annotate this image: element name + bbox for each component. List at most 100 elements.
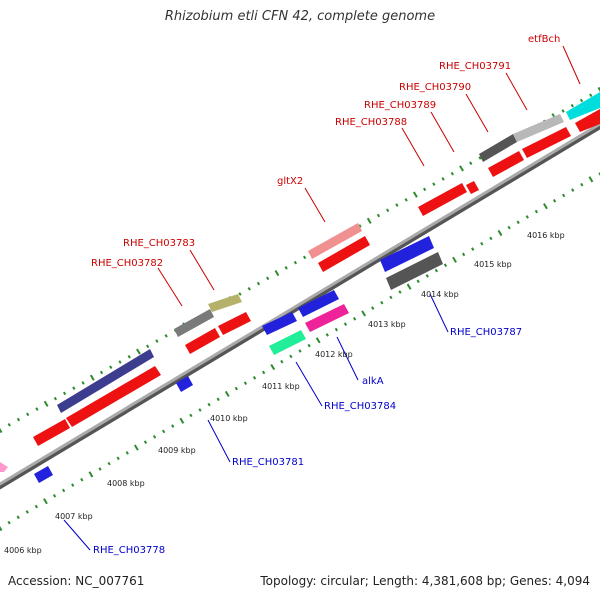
lower-track-tick xyxy=(361,310,367,317)
lower-track-tick xyxy=(189,413,193,418)
gene-label-etfbch[interactable]: etfBch xyxy=(528,34,560,45)
upper-track-tick xyxy=(7,422,11,427)
gene-feature[interactable] xyxy=(176,376,193,392)
gene-feature[interactable] xyxy=(513,114,564,142)
gene-label-rhe-ch03791[interactable]: RHE_CH03791 xyxy=(439,61,511,72)
gene-feature[interactable] xyxy=(218,312,251,335)
gene-feature[interactable] xyxy=(308,223,362,259)
upper-track-tick xyxy=(570,103,574,108)
gene-label-rhe-ch03789[interactable]: RHE_CH03789 xyxy=(364,100,436,111)
lower-track-tick xyxy=(43,498,48,505)
upper-track-tick xyxy=(459,165,464,172)
gene-feature[interactable] xyxy=(566,92,600,120)
lower-track-tick xyxy=(270,364,276,371)
gene-label-alka[interactable]: alkA xyxy=(362,376,384,387)
gene-label-rhe-ch03781[interactable]: RHE_CH03781 xyxy=(232,457,304,468)
gene-label-rhe-ch03790[interactable]: RHE_CH03790 xyxy=(399,82,471,93)
gene-label-rhe-ch03778[interactable]: RHE_CH03778 xyxy=(93,545,165,556)
gene-label-rhe-ch03783[interactable]: RHE_CH03783 xyxy=(123,238,195,249)
leader-line-bottom xyxy=(63,519,91,551)
lower-track-tick xyxy=(224,390,230,397)
gene-label-rhe-ch03784[interactable]: RHE_CH03784 xyxy=(324,401,396,412)
gene-feature[interactable] xyxy=(418,183,467,216)
lower-track-tick xyxy=(207,402,211,407)
upper-track-tick xyxy=(164,334,168,338)
lower-track-tick xyxy=(88,471,94,478)
backbone-line xyxy=(0,122,600,486)
lower-track-tick xyxy=(280,359,284,364)
upper-track-tick xyxy=(478,156,482,160)
upper-track-tick xyxy=(366,217,372,224)
lower-track-tick xyxy=(352,317,357,321)
gene-feature[interactable] xyxy=(262,312,297,335)
lower-track-tick xyxy=(152,435,157,439)
gene-feature[interactable] xyxy=(380,236,434,272)
gene-feature[interactable] xyxy=(298,290,339,317)
lower-track-tick xyxy=(588,176,594,183)
lower-track-tick xyxy=(289,354,293,359)
lower-track-tick xyxy=(143,440,148,444)
gene-feature[interactable] xyxy=(305,304,349,332)
upper-track-tick xyxy=(274,269,280,277)
lower-track-tick xyxy=(25,510,29,514)
kbp-label: 4016 kbp xyxy=(527,231,565,240)
gene-feature[interactable] xyxy=(466,181,479,194)
lower-track-tick xyxy=(262,370,266,375)
lower-track-tick xyxy=(71,483,75,487)
gene-feature[interactable] xyxy=(174,309,214,337)
upper-track-tick xyxy=(99,370,104,375)
lower-track-tick xyxy=(434,268,438,273)
lower-track-tick xyxy=(107,461,111,466)
upper-track-tick xyxy=(561,109,565,113)
kbp-label: 4011 kbp xyxy=(262,382,300,391)
lower-track-tick xyxy=(416,279,420,284)
kbp-label: 4012 kbp xyxy=(315,350,353,359)
upper-track-tick xyxy=(16,417,21,422)
genome-stats-text: Topology: circular; Length: 4,381,608 bp… xyxy=(260,574,590,588)
gene-feature[interactable] xyxy=(386,252,443,290)
gene-feature[interactable] xyxy=(33,419,70,446)
gene-feature[interactable] xyxy=(575,109,600,132)
lower-track-tick xyxy=(389,295,393,300)
upper-track-tick xyxy=(302,255,307,260)
gene-label-gltx2[interactable]: gltX2 xyxy=(277,176,303,187)
gene-feature[interactable] xyxy=(0,462,8,472)
gene-feature[interactable] xyxy=(488,151,524,177)
leader-line-top xyxy=(189,249,215,291)
gene-feature[interactable] xyxy=(34,466,53,483)
lower-track-tick xyxy=(443,263,448,267)
upper-track-tick xyxy=(441,177,445,181)
gene-feature[interactable] xyxy=(208,294,242,312)
upper-track-tick xyxy=(62,391,67,396)
upper-track-tick xyxy=(256,281,261,286)
gene-feature[interactable] xyxy=(318,236,370,272)
upper-track-tick xyxy=(146,344,150,349)
gene-feature[interactable] xyxy=(66,366,161,427)
lower-track-tick xyxy=(398,290,402,294)
lower-track-tick xyxy=(371,306,375,310)
lower-track-tick xyxy=(580,182,584,187)
kbp-scale-labels: 4006 kbp 4007 kbp 4008 kbp 4009 kbp 4010… xyxy=(4,231,565,555)
leader-line-bottom xyxy=(429,293,449,333)
gene-feature[interactable] xyxy=(185,328,220,354)
gene-label-rhe-ch03787[interactable]: RHE_CH03787 xyxy=(450,327,522,338)
upper-track-tick xyxy=(238,292,242,296)
gene-feature[interactable] xyxy=(479,134,517,162)
leader-line-bottom xyxy=(295,361,323,407)
top-gene-labels: RHE_CH03782 RHE_CH03783 gltX2 RHE_CH0378… xyxy=(91,34,560,269)
gene-label-rhe-ch03782[interactable]: RHE_CH03782 xyxy=(91,258,163,269)
gene-feature[interactable] xyxy=(522,127,571,158)
upper-track-tick xyxy=(404,198,408,202)
gene-label-rhe-ch03788[interactable]: RHE_CH03788 xyxy=(335,117,407,128)
lower-track-tick xyxy=(216,397,220,402)
lower-track-tick xyxy=(516,220,520,225)
gene-feature[interactable] xyxy=(269,330,306,355)
leader-line-top xyxy=(157,267,183,307)
gene-feature[interactable] xyxy=(57,349,154,413)
lower-track-tick xyxy=(125,451,129,455)
lower-track-tick xyxy=(471,247,475,251)
leader-line-top xyxy=(401,127,425,167)
lower-track-tick xyxy=(7,520,11,525)
lower-track-tick xyxy=(116,456,120,461)
upper-track-tick xyxy=(53,396,58,401)
